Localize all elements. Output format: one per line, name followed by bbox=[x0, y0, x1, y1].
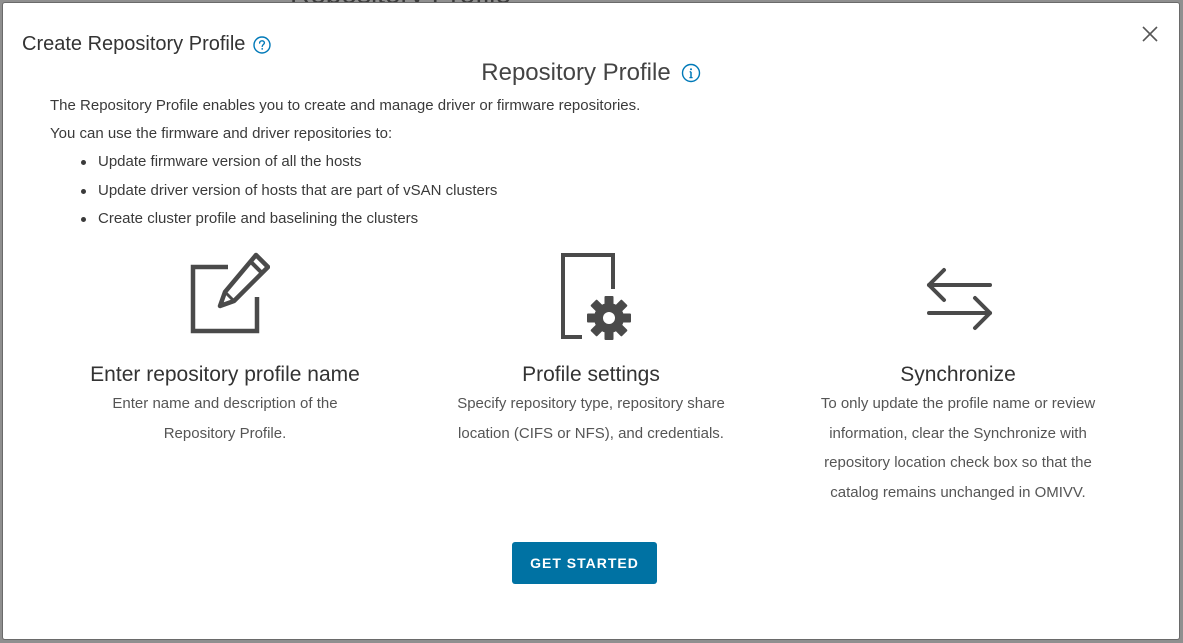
list-item: Create cluster profile and baselining th… bbox=[80, 205, 640, 234]
step-profile-settings: Profile settings Specify repository type… bbox=[421, 251, 761, 448]
step-description: Enter name and description of the Reposi… bbox=[75, 389, 375, 448]
feature-list: Update firmware version of all the hosts… bbox=[50, 148, 640, 234]
step-description-line: repository location check box so that th… bbox=[824, 454, 1092, 471]
file-settings-icon bbox=[561, 253, 631, 340]
step-description-line: Repository Profile. bbox=[163, 424, 287, 442]
step-description-line: To only update the profile name or revie… bbox=[820, 395, 1096, 412]
step-description-line: location (CIFS or NFS), and credentials. bbox=[458, 424, 724, 442]
step-title: Profile settings bbox=[522, 363, 660, 386]
section-heading-title: Repository Profile bbox=[481, 59, 671, 86]
step-title: Synchronize bbox=[900, 363, 1016, 386]
step-description-line: Specify repository type, repository shar… bbox=[457, 395, 725, 412]
get-started-button[interactable]: GET STARTED bbox=[512, 542, 657, 584]
step-description: To only update the profile name or revie… bbox=[783, 389, 1133, 507]
intro-line-2: You can use the firmware and driver repo… bbox=[50, 125, 393, 142]
info-circle-icon[interactable] bbox=[681, 63, 701, 83]
intro-line-1: The Repository Profile enables you to cr… bbox=[50, 97, 641, 114]
intro-text: The Repository Profile enables you to cr… bbox=[50, 92, 640, 234]
step-description-line: information, clear the Synchronize with bbox=[829, 424, 1087, 442]
step-title: Enter repository profile name bbox=[90, 363, 360, 386]
create-repository-profile-dialog: Create Repository Profile Repository Pro… bbox=[3, 3, 1179, 639]
question-circle-icon[interactable] bbox=[253, 35, 272, 54]
close-icon bbox=[1142, 26, 1158, 42]
list-item: Update driver version of hosts that are … bbox=[80, 177, 640, 206]
dialog-header: Create Repository Profile bbox=[22, 33, 272, 56]
step-description-line: catalog remains unchanged in OMIVV. bbox=[830, 483, 1086, 501]
step-description-line: Enter name and description of the bbox=[112, 395, 338, 412]
dialog-title: Create Repository Profile bbox=[22, 33, 246, 55]
edit-icon bbox=[190, 252, 270, 334]
section-heading: Repository Profile bbox=[3, 59, 1179, 87]
step-enter-name: Enter repository profile name Enter name… bbox=[75, 251, 375, 448]
step-synchronize: Synchronize To only update the profile n… bbox=[783, 251, 1133, 507]
close-button[interactable] bbox=[1139, 23, 1161, 45]
list-item: Update firmware version of all the hosts bbox=[80, 148, 640, 177]
sync-arrows-icon bbox=[927, 268, 992, 330]
step-description: Specify repository type, repository shar… bbox=[421, 389, 761, 448]
